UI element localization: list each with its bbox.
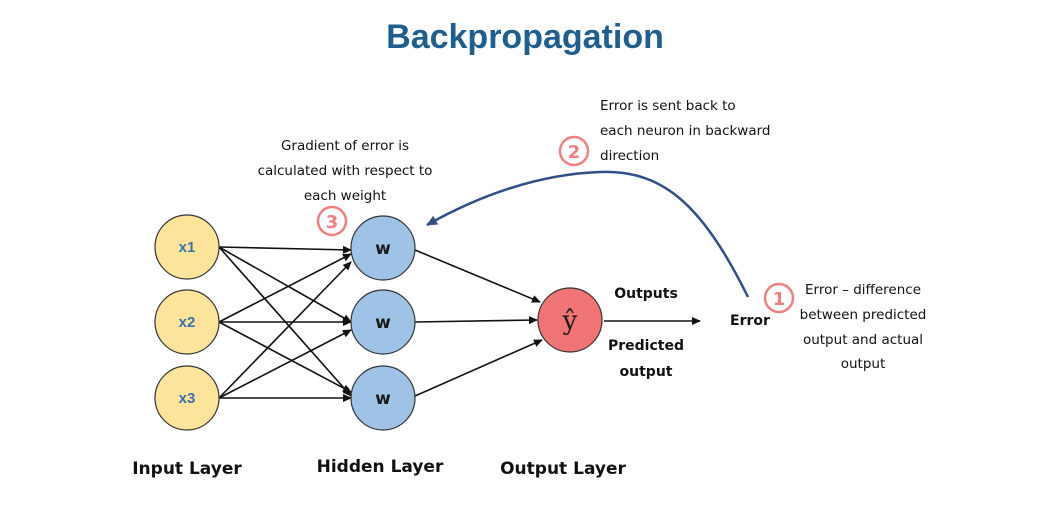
edge-h2-y [414, 316, 538, 325]
input-node-label: x3 [179, 390, 196, 407]
step-2: 2 Error is sent back to each neuron in b… [558, 98, 771, 167]
output-node: ŷ [537, 287, 603, 353]
input-node-x3: x3 [154, 365, 220, 431]
input-node-x2: x2 [154, 289, 220, 355]
step-3-text-line2: calculated with respect to [258, 163, 433, 179]
hidden-node-1: w [350, 215, 416, 281]
step-2-text-line3: direction [600, 148, 659, 164]
input-layer-label: Input Layer [132, 459, 242, 479]
step-2-number: 2 [568, 142, 581, 163]
hidden-node-label: w [375, 313, 391, 333]
step-3-badge [316, 205, 348, 237]
step-1: 1 Error – difference between predicted o… [763, 282, 927, 372]
step-3-number: 3 [326, 212, 339, 233]
input-node-label: x1 [179, 239, 196, 256]
step-3-text-line1: Gradient of error is [281, 138, 409, 154]
output-layer-label: Output Layer [500, 459, 626, 479]
outputs-label: Outputs [614, 286, 678, 302]
hidden-node-label: w [375, 239, 391, 259]
edge-x3-h2 [218, 329, 352, 399]
step-1-badge [763, 282, 795, 314]
step-1-text-line1: Error – difference [805, 282, 921, 298]
edge-h3-y [414, 339, 543, 397]
hidden-node-3: w [350, 365, 416, 431]
hidden-node-2: w [350, 289, 416, 355]
input-hidden-connections [218, 245, 352, 402]
predicted-label-line1: Predicted [608, 338, 684, 354]
error-label: Error [730, 313, 770, 329]
page-title: Backpropagation [386, 18, 664, 56]
hidden-node-label: w [375, 389, 391, 409]
edge-h1-y [414, 249, 541, 303]
step-2-text-line1: Error is sent back to [600, 98, 736, 114]
hidden-layer: w w w [350, 215, 416, 431]
backprop-arrow [426, 170, 750, 298]
step-1-text-line2: between predicted [800, 307, 927, 323]
step-1-text-line3: output and actual [803, 332, 923, 348]
step-1-text-line4: output [841, 356, 886, 372]
edge-x1-h2 [218, 246, 352, 323]
edge-x1-h1 [218, 245, 352, 254]
output-node-label: ŷ [562, 306, 578, 336]
edge-x3-h1 [218, 261, 352, 399]
input-layer: x1 x2 x3 [154, 214, 220, 431]
input-node-label: x2 [179, 314, 196, 331]
predicted-label-line2: output [620, 364, 673, 380]
hidden-layer-label: Hidden Layer [317, 457, 444, 477]
step-2-text-line2: each neuron in backward [600, 123, 771, 139]
step-2-badge [558, 135, 590, 167]
hidden-output-connections [414, 249, 543, 397]
edge-x2-h1 [218, 253, 352, 323]
step-3-text-line3: each weight [304, 188, 386, 204]
step-1-number: 1 [773, 289, 786, 310]
step-3: 3 Gradient of error is calculated with r… [258, 138, 433, 237]
edge-x2-h3 [218, 321, 352, 393]
input-node-x1: x1 [154, 214, 220, 280]
